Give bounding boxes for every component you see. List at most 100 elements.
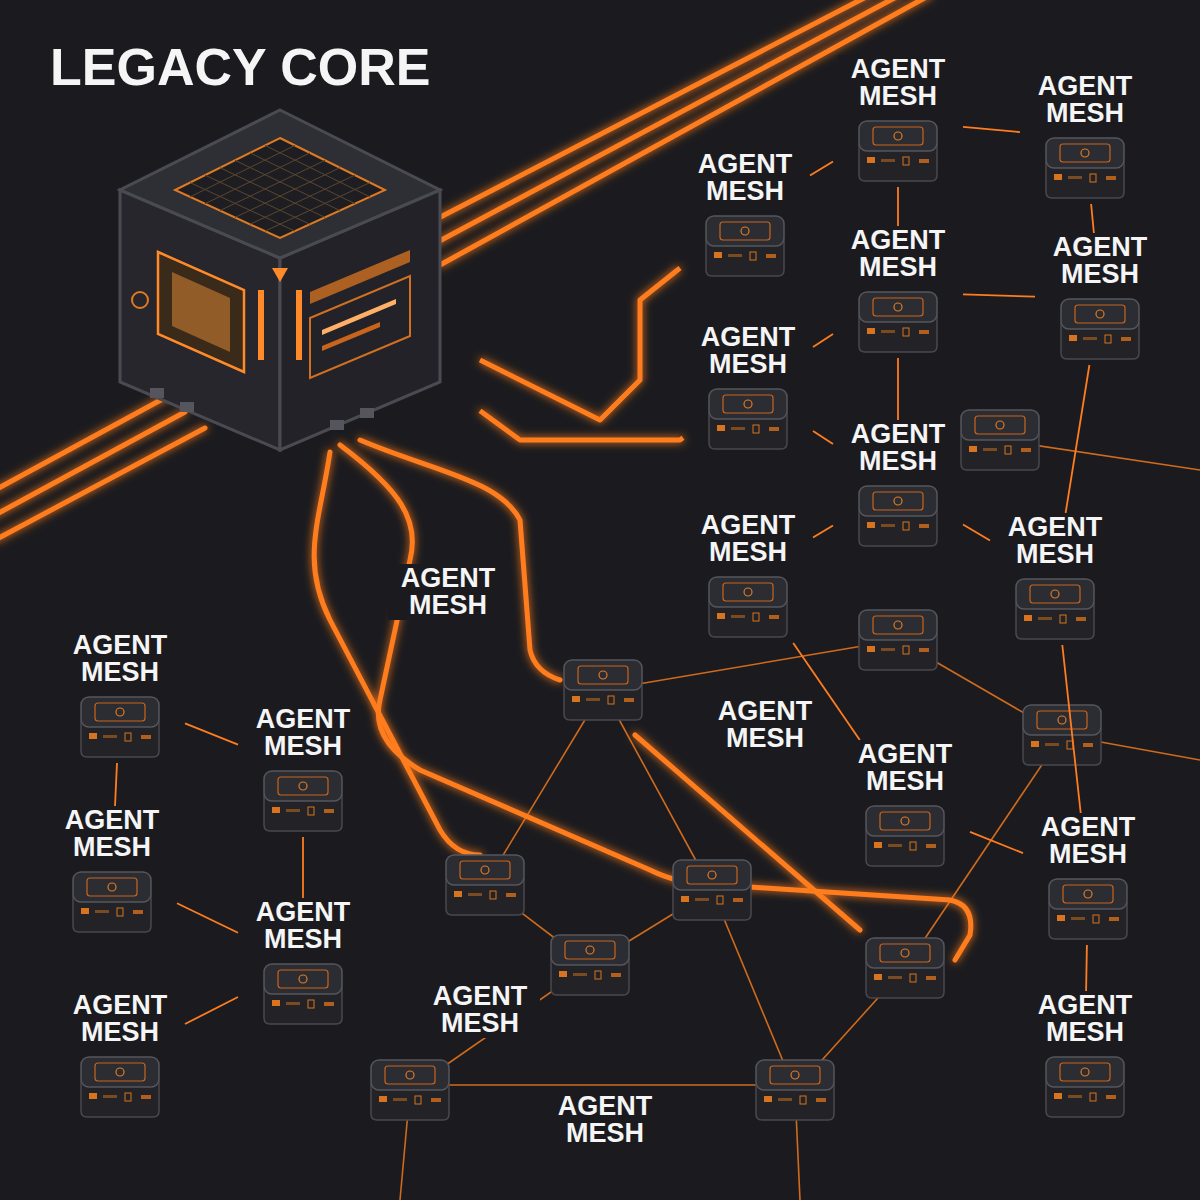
box-glyph — [1106, 176, 1116, 180]
agent-node: AGENT MESH — [55, 991, 185, 1123]
box-glyph — [903, 157, 909, 165]
mesh-link — [185, 723, 238, 744]
box-panel — [1063, 885, 1113, 903]
box-glyph — [324, 809, 334, 813]
box-glyph — [125, 1093, 131, 1101]
glowing-cables — [0, 0, 971, 960]
core-screen-glow — [172, 272, 230, 352]
cable — [432, 0, 900, 245]
cable — [340, 445, 971, 960]
box-glyph — [874, 842, 882, 848]
grid-line — [250, 153, 355, 204]
grid-line — [235, 160, 340, 210]
grid-line — [220, 168, 325, 218]
box-icon — [1081, 1068, 1089, 1076]
agent-box — [67, 866, 157, 938]
agent-node: AGENT MESH — [683, 323, 813, 455]
grid-line — [235, 168, 340, 218]
agent-box — [1043, 873, 1133, 945]
agent-node: AGENT MESH — [683, 511, 813, 643]
box-glyph — [125, 733, 131, 741]
box-top — [866, 806, 944, 836]
box-glyph — [117, 908, 123, 916]
box-glyph — [141, 735, 151, 739]
box-glyph — [1054, 174, 1062, 180]
mesh-link — [302, 837, 304, 898]
box-panel — [723, 583, 773, 601]
box-icon — [116, 708, 124, 716]
agent-node: AGENT MESH — [238, 705, 368, 837]
grid-line — [190, 145, 295, 197]
mesh-label: AGENT MESH — [60, 991, 180, 1047]
mesh-box — [371, 1060, 449, 1120]
box-glyph — [919, 524, 929, 528]
box-icon — [116, 1068, 124, 1076]
box-glyph — [1069, 335, 1077, 341]
box-panel — [1075, 305, 1125, 323]
box-glyph — [717, 425, 725, 431]
box-top — [709, 389, 787, 419]
core-port — [330, 420, 344, 430]
box-icon — [299, 975, 307, 983]
box-glyph — [1071, 917, 1085, 920]
box-glyph — [324, 1002, 334, 1006]
box-panel — [1060, 1063, 1110, 1081]
core-dial — [132, 292, 148, 308]
box-glyph — [1057, 915, 1065, 921]
core-port — [360, 408, 374, 418]
agent-node: AGENT MESH — [1023, 813, 1153, 945]
box-glyph — [731, 427, 745, 430]
cable — [425, 0, 870, 225]
agent-box — [860, 800, 950, 872]
box-panel — [95, 703, 145, 721]
cable — [0, 412, 185, 515]
box-top — [73, 872, 151, 902]
box-glyph — [1090, 1093, 1096, 1101]
box-glyph — [286, 1002, 300, 1005]
mesh-label: AGENT MESH — [1025, 991, 1145, 1047]
mesh-link — [813, 431, 833, 444]
core-arrow — [272, 268, 288, 282]
grid-line — [265, 145, 370, 197]
mesh-label: AGENT MESH — [845, 740, 965, 796]
box-panel — [873, 492, 923, 510]
floating-label: AGENT MESH — [545, 1092, 665, 1148]
box-glyph — [919, 330, 929, 334]
box-top — [1049, 879, 1127, 909]
mesh-link — [897, 358, 899, 420]
agent-box — [703, 383, 793, 455]
box-glyph — [1024, 615, 1032, 621]
floating-label: AGENT MESH — [388, 564, 508, 620]
agent-node: AGENT MESH — [55, 631, 185, 763]
agent-node: AGENT MESH — [47, 806, 177, 938]
box-icon — [901, 817, 909, 825]
grid-line — [190, 183, 295, 232]
box-glyph — [766, 254, 776, 258]
cable — [635, 735, 860, 930]
mesh-link — [813, 334, 833, 347]
box-icon — [741, 227, 749, 235]
box-glyph — [881, 159, 895, 162]
mesh-box — [551, 935, 629, 995]
mesh-box — [446, 855, 524, 915]
core-cable — [480, 411, 683, 440]
box-glyph — [867, 157, 875, 163]
box-glyph — [888, 844, 902, 847]
mesh-link — [963, 294, 1035, 296]
cable — [0, 428, 205, 540]
core-title: LEGACY CORE — [46, 39, 434, 95]
mesh-link — [1062, 645, 1080, 813]
mesh-link — [1085, 945, 1088, 991]
mesh-link — [185, 997, 238, 1024]
mesh-box — [859, 610, 937, 670]
box-icon — [1051, 590, 1059, 598]
mesh-link — [970, 832, 1023, 853]
box-panel — [1030, 585, 1080, 603]
floating-label: AGENT MESH — [420, 982, 540, 1038]
mesh-link — [813, 525, 833, 537]
core-port — [180, 402, 194, 412]
core-screen — [158, 252, 244, 372]
grid-line — [265, 183, 370, 232]
mesh-link — [963, 127, 1020, 132]
